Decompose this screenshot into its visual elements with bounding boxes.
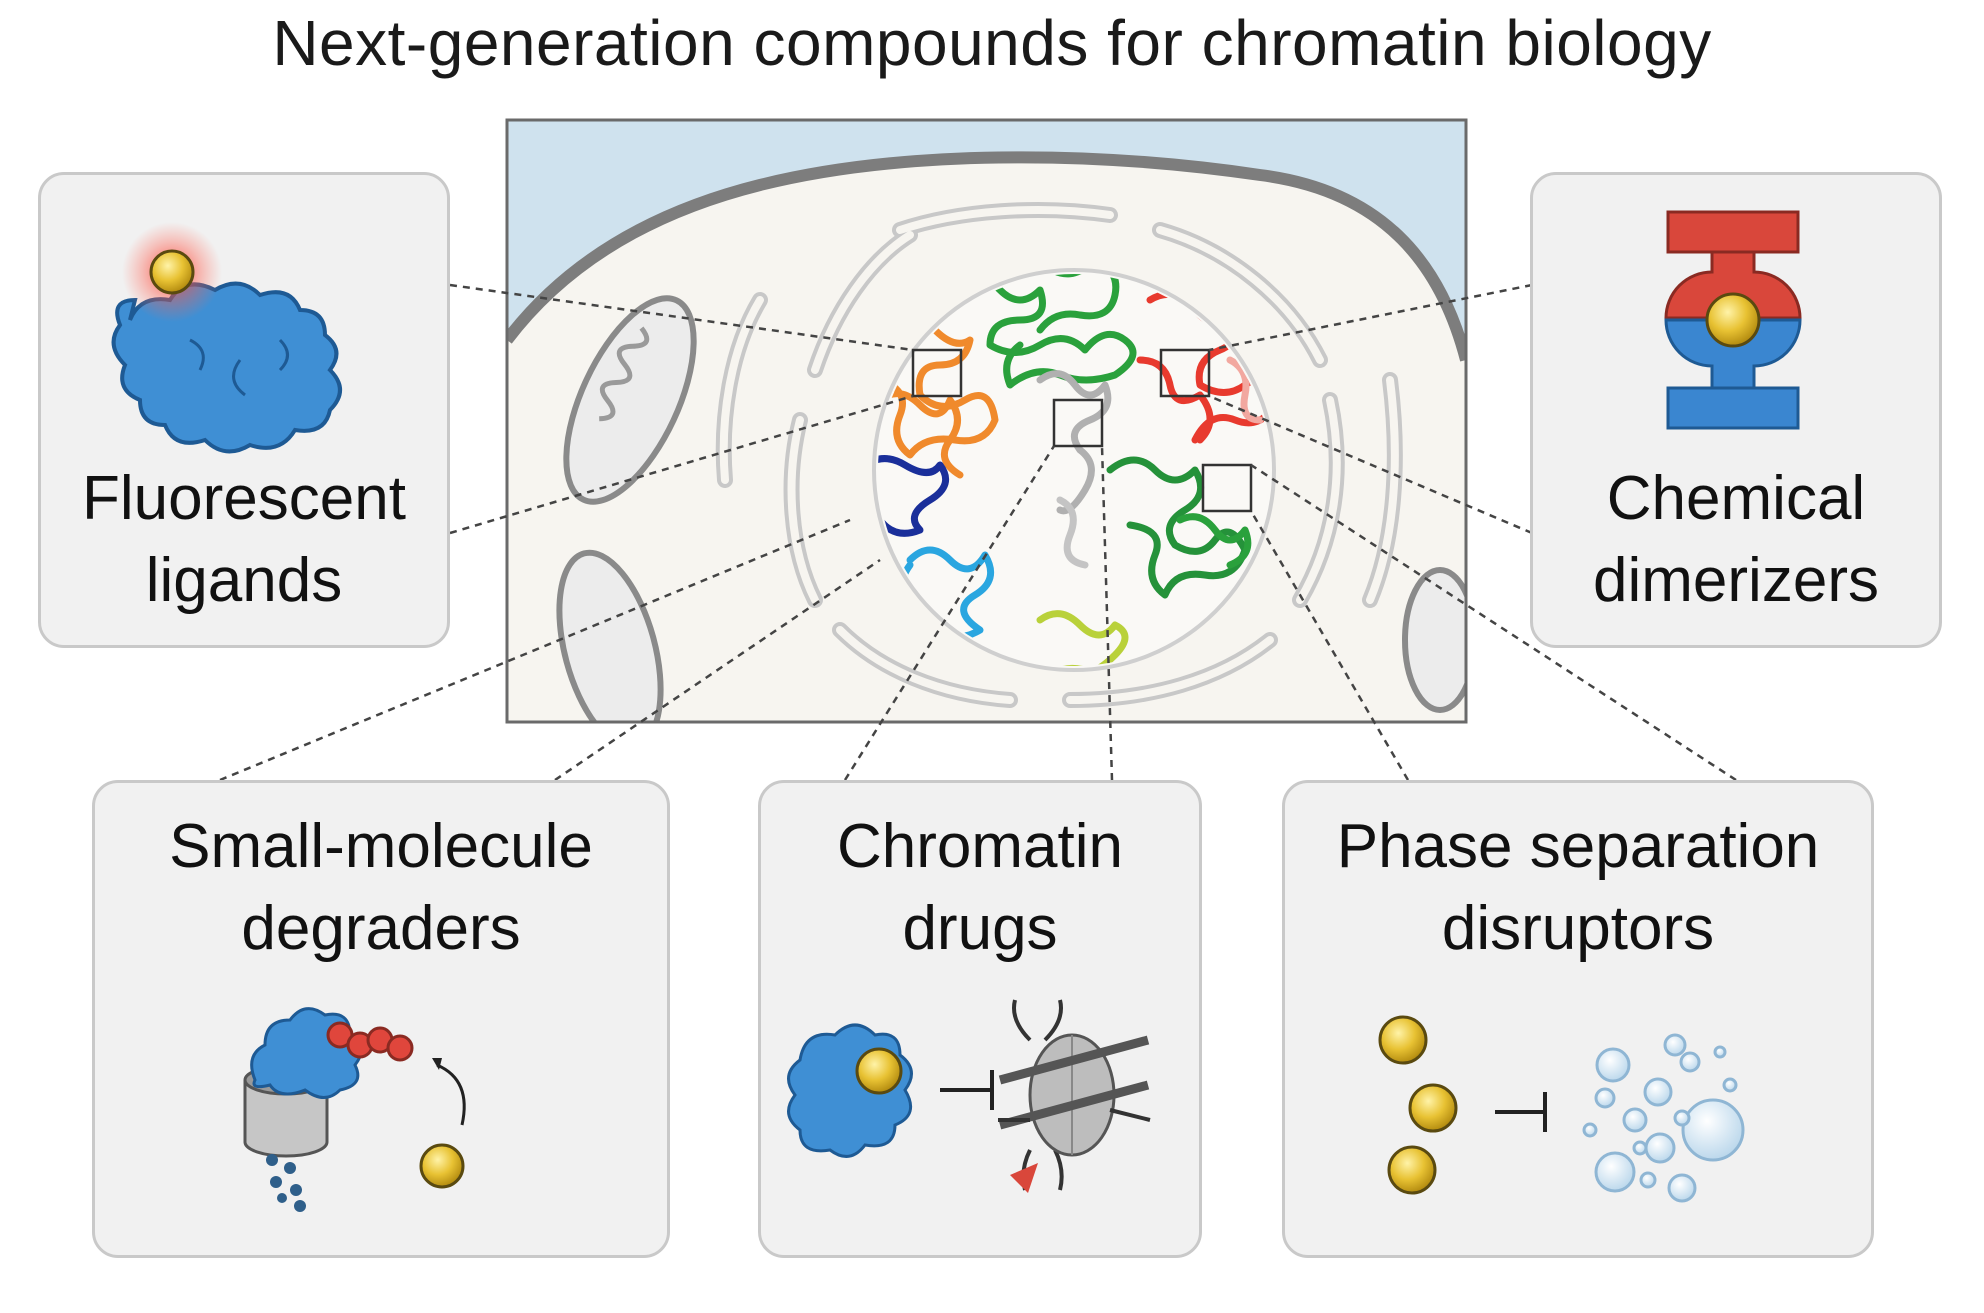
- label-small-molecule-degraders: Small-molecule degraders: [92, 806, 670, 970]
- chromatin-darkgreen-territory: [1106, 456, 1249, 599]
- condensate-droplets-icon: [1582, 1033, 1745, 1203]
- disruptor-ligands-icon: [1378, 1015, 1458, 1195]
- chromatin-orange-territory: [878, 316, 999, 459]
- label-line: drugs: [902, 894, 1058, 963]
- label-line: disruptors: [1441, 894, 1715, 963]
- label-line: Phase separation: [1336, 812, 1820, 881]
- label-phase-separation-disruptors: Phase separation disruptors: [1282, 806, 1874, 970]
- fluorescent-ligand-icon: [122, 222, 222, 322]
- degrader-protein-icon: [250, 1007, 363, 1099]
- phase-inhibition-icon: [1495, 1092, 1547, 1132]
- label-chemical-dimerizers: Chemical dimerizers: [1530, 458, 1942, 622]
- label-line: Chemical: [1606, 464, 1866, 533]
- label-fluorescent-ligands: Fluorescent ligands: [38, 458, 450, 622]
- connector-lines: [219, 283, 1737, 782]
- panel-chromatin-drugs: [758, 780, 1202, 1258]
- figure-title: Next-generation compounds for chromatin …: [272, 7, 1712, 79]
- label-chromatin-drugs: Chromatin drugs: [758, 806, 1202, 970]
- drug-target-protein-icon: [787, 1023, 913, 1158]
- label-line: degraders: [241, 894, 521, 963]
- panel-small-molecule-degraders: [92, 780, 670, 1258]
- ubiquitin-chain-icon: [326, 1021, 414, 1062]
- dimerizer-icon: [1664, 210, 1802, 430]
- inhibition-icon: [940, 1070, 994, 1110]
- nucleus-illustration: [507, 120, 1466, 722]
- mitochondrion-shape: [556, 295, 1466, 722]
- chromatin-grey-territory: [1036, 370, 1112, 515]
- recycle-arrow-icon: [432, 1058, 466, 1126]
- degraded-peptides-icon: [266, 1154, 306, 1212]
- label-line: Fluorescent: [82, 464, 406, 533]
- degrader-ligand-icon: [419, 1143, 465, 1189]
- label-line: Chromatin: [837, 812, 1123, 881]
- label-line: Small-molecule: [169, 812, 593, 881]
- panel-phase-separation-disruptors: [1282, 780, 1874, 1258]
- drug-ligand-icon: [855, 1047, 903, 1095]
- nucleosome-icon: [998, 999, 1151, 1193]
- label-line: ligands: [145, 546, 343, 615]
- label-line: dimerizers: [1593, 546, 1879, 615]
- chromatin-lime-territory: [1036, 610, 1129, 666]
- fluorescent-protein-icon: [111, 281, 342, 454]
